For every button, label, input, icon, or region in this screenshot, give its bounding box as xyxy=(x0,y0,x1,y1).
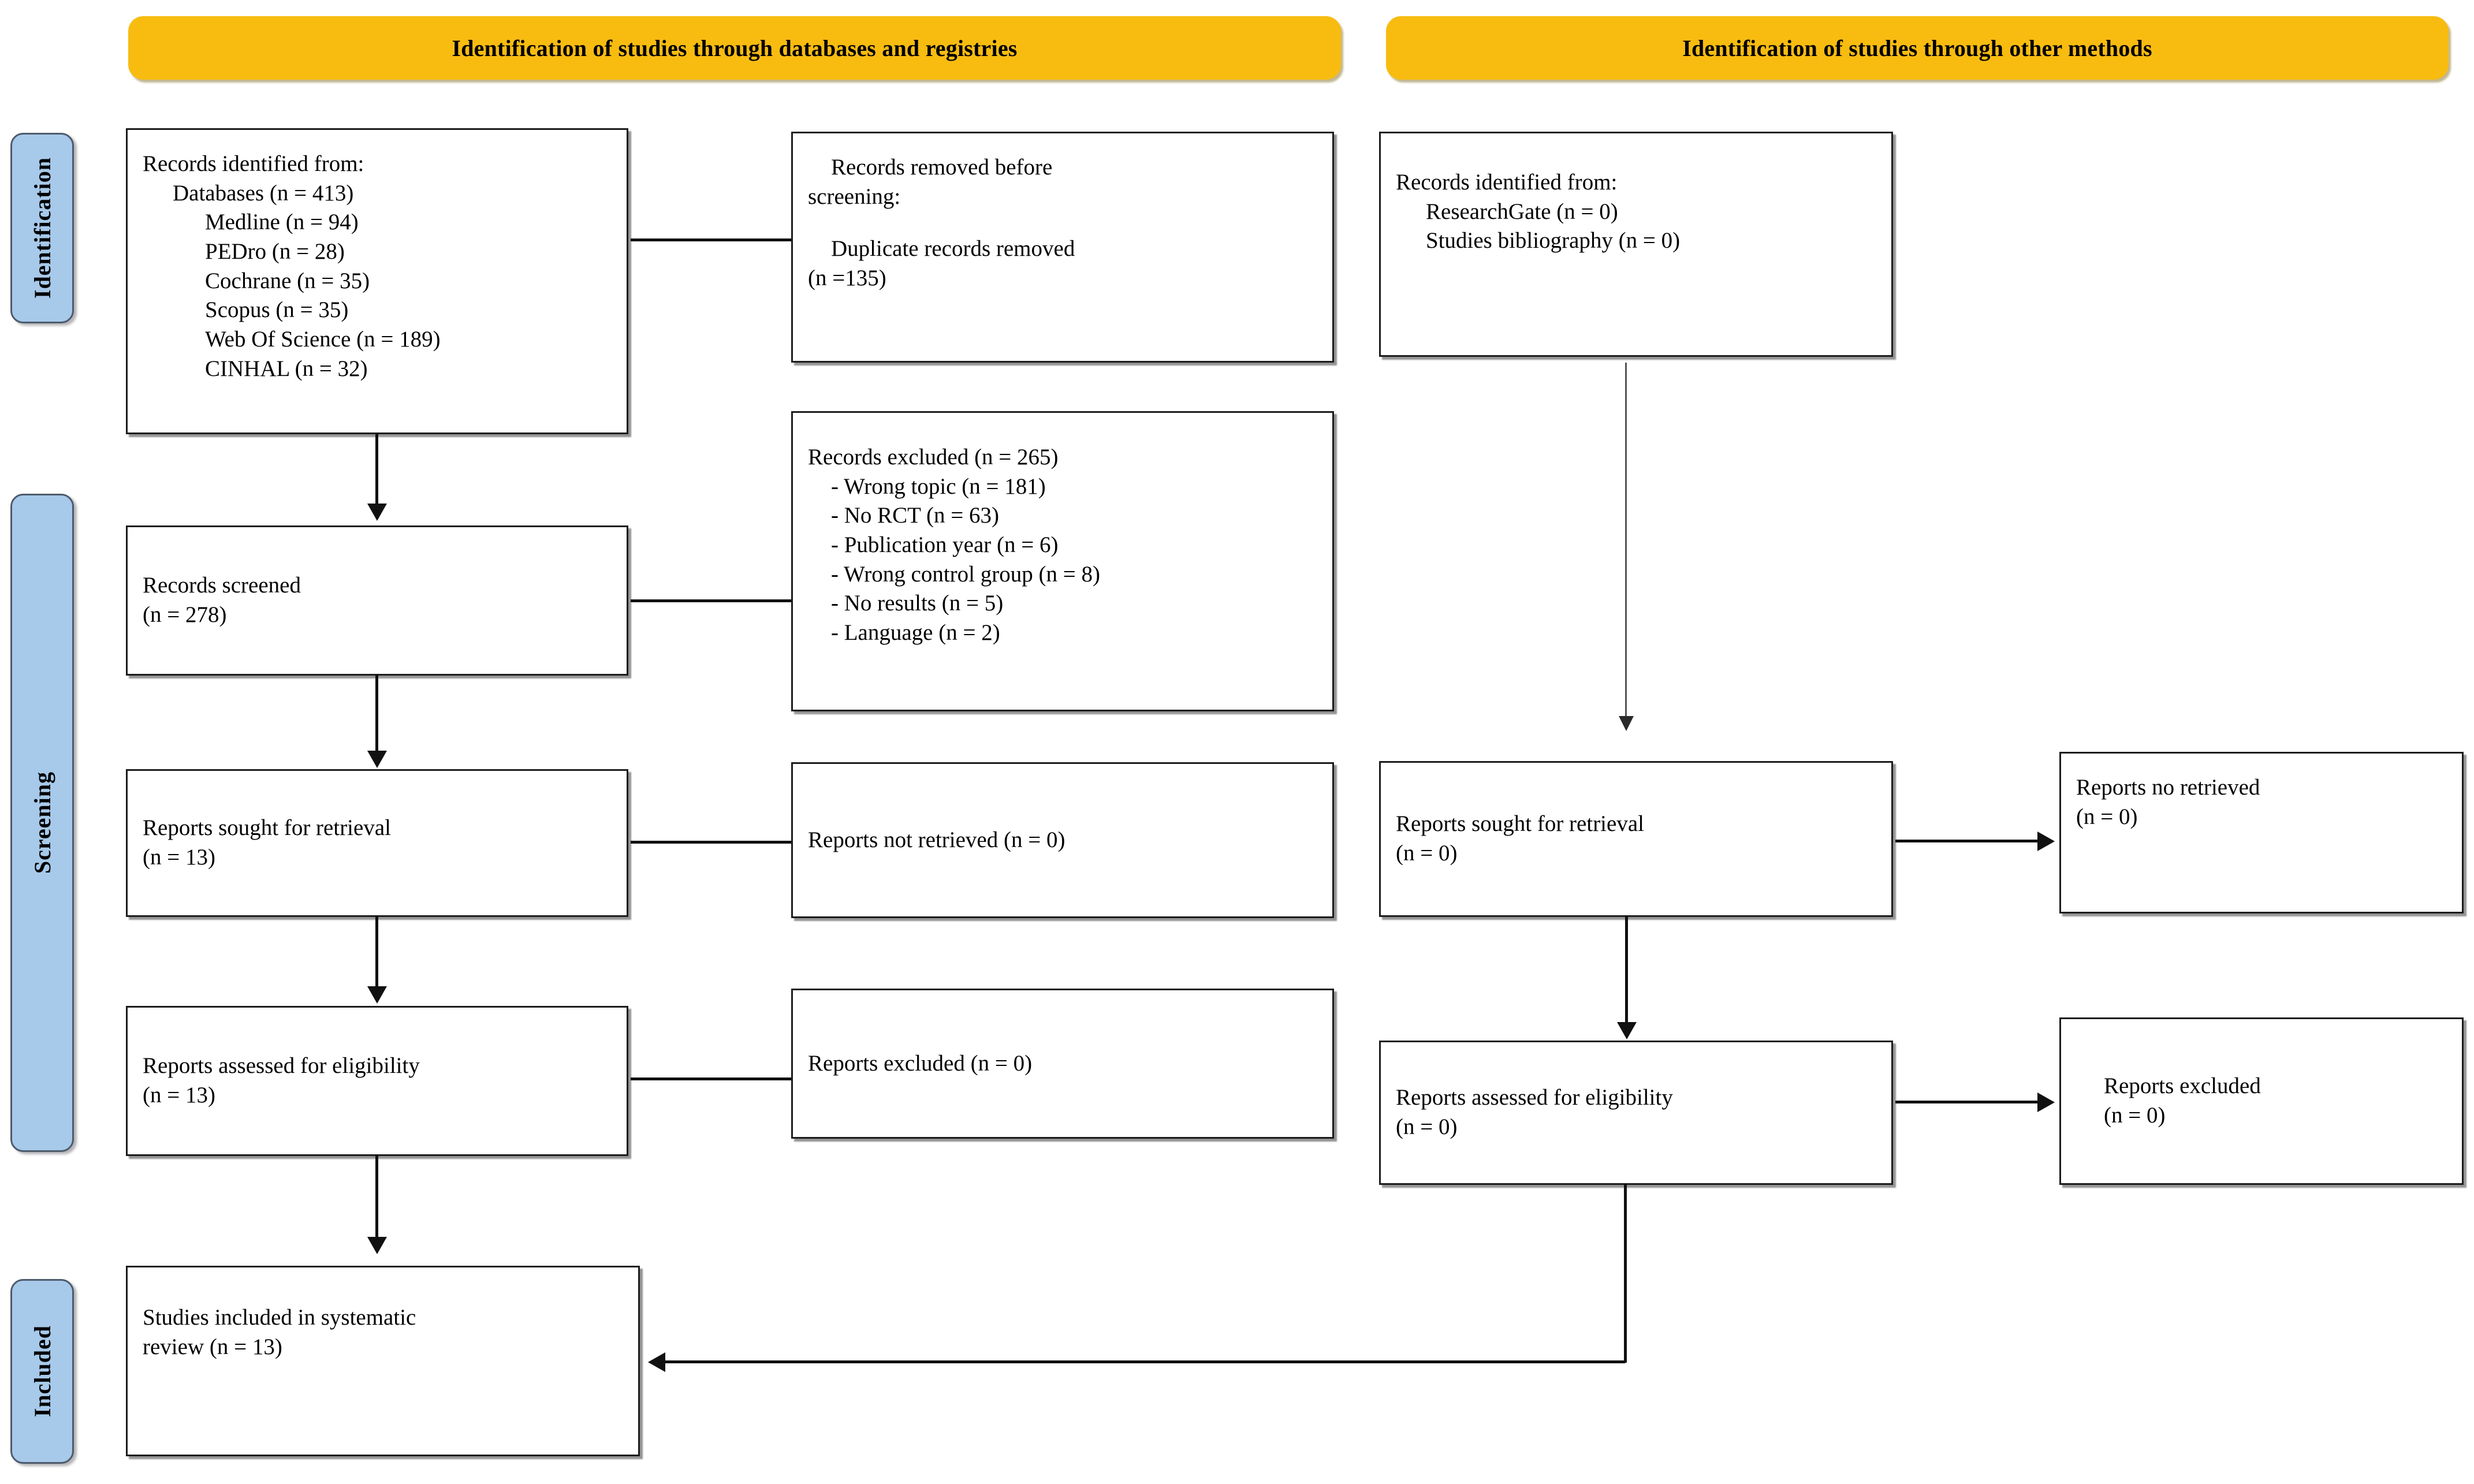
header-databases-label: Identification of studies through databa… xyxy=(452,35,1018,61)
arrowhead-assessed-to-included xyxy=(367,1237,387,1254)
records-identified-other-line-1: Studies bibliography (n = 0) xyxy=(1426,228,1681,253)
reports-sought-other-line-2: (n = 0) xyxy=(1396,841,1458,866)
studies-included-line-2: review (n = 13) xyxy=(143,1334,282,1359)
arrowhead-identified-to-screened xyxy=(367,504,387,521)
records-removed-line-2: screening: xyxy=(808,184,901,209)
header-other-methods: Identification of studies through other … xyxy=(1386,16,2449,80)
box-reports-excluded-databases: Reports excluded (n = 0) xyxy=(791,989,1334,1139)
connector-assessed-to-excluded-other xyxy=(1895,1101,2040,1103)
reports-not-retrieved-other-line-2: (n = 0) xyxy=(2076,804,2138,829)
box-records-screened: Records screened (n = 278) xyxy=(126,525,628,676)
arrowhead-sought-to-not-retrieved-other xyxy=(2037,832,2055,851)
header-databases-registries: Identification of studies through databa… xyxy=(128,16,1341,80)
connector-assessed-to-included xyxy=(375,1155,378,1241)
records-identified-db-line-0: Databases (n = 413) xyxy=(173,180,354,206)
stage-screening-text: Screening xyxy=(29,771,55,874)
connector-assessed-to-excluded-db xyxy=(631,1077,798,1080)
arrowhead-screened-to-sought xyxy=(367,751,387,768)
box-records-identified-databases: Records identified from: Databases (n = … xyxy=(126,128,628,434)
stage-label-identification: Identification xyxy=(10,133,74,323)
records-excluded-reason-5: - Language (n = 2) xyxy=(831,620,1000,646)
reports-sought-db-line-1: Reports sought for retrieval xyxy=(143,815,391,841)
arrowhead-other-identified-to-sought xyxy=(1619,716,1634,731)
box-reports-assessed-databases: Reports assessed for eligibility (n = 13… xyxy=(126,1006,628,1156)
box-records-removed-before-screening: Records removed before screening: Duplic… xyxy=(791,132,1334,363)
connector-sought-to-not-retrieved-db xyxy=(631,841,798,844)
records-identified-db-line-4: Scopus (n = 35) xyxy=(205,297,349,323)
reports-assessed-other-line-2: (n = 0) xyxy=(1396,1114,1458,1139)
connector-other-elbow-horizontal xyxy=(665,1360,1625,1363)
stage-label-included: Included xyxy=(10,1279,74,1464)
records-identified-other-title: Records identified from: xyxy=(1396,170,1618,195)
stage-included-text: Included xyxy=(29,1325,55,1418)
reports-sought-other-line-1: Reports sought for retrieval xyxy=(1396,811,1644,837)
header-other-label: Identification of studies through other … xyxy=(1682,35,2152,61)
reports-excluded-other-line-2: (n = 0) xyxy=(2104,1103,2166,1128)
arrowhead-sought-to-assessed-db xyxy=(367,986,387,1004)
reports-not-retrieved-db-line-1: Reports not retrieved (n = 0) xyxy=(808,827,1065,852)
connector-identified-to-removed xyxy=(631,238,798,241)
records-excluded-reason-4: - No results (n = 5) xyxy=(831,591,1004,616)
records-identified-db-line-3: Cochrane (n = 35) xyxy=(205,268,370,293)
records-identified-db-line-5: Web Of Science (n = 189) xyxy=(205,327,441,352)
box-reports-sought-other: Reports sought for retrieval (n = 0) xyxy=(1379,761,1893,917)
box-reports-not-retrieved-databases: Reports not retrieved (n = 0) xyxy=(791,762,1334,918)
records-identified-other-line-0: ResearchGate (n = 0) xyxy=(1426,199,1618,224)
studies-included-line-1: Studies included in systematic xyxy=(143,1305,416,1330)
records-removed-gap xyxy=(808,211,1317,234)
records-screened-line-2: (n = 278) xyxy=(143,602,227,627)
reports-assessed-db-line-2: (n = 13) xyxy=(143,1083,215,1108)
records-identified-db-line-6: CINHAL (n = 32) xyxy=(205,356,368,381)
connector-other-elbow-vertical xyxy=(1624,1184,1627,1363)
reports-excluded-other-line-1: Reports excluded xyxy=(2104,1073,2261,1099)
records-identified-db-line-2: PEDro (n = 28) xyxy=(205,239,345,264)
arrowhead-other-to-included xyxy=(648,1352,665,1372)
arrowhead-assessed-to-excluded-other xyxy=(2037,1093,2055,1112)
box-studies-included: Studies included in systematic review (n… xyxy=(126,1266,640,1456)
connector-sought-to-not-retrieved-other xyxy=(1895,840,2040,842)
arrowhead-sought-to-assessed-other xyxy=(1617,1022,1637,1039)
records-excluded-reason-3: - Wrong control group (n = 8) xyxy=(831,561,1100,587)
connector-sought-to-assessed-db xyxy=(375,916,378,991)
reports-assessed-other-line-1: Reports assessed for eligibility xyxy=(1396,1085,1673,1110)
box-reports-excluded-other: Reports excluded (n = 0) xyxy=(2059,1017,2464,1185)
records-excluded-title: Records excluded (n = 265) xyxy=(808,445,1059,469)
reports-not-retrieved-other-line-1: Reports no retrieved xyxy=(2076,775,2260,800)
reports-sought-db-line-2: (n = 13) xyxy=(143,845,215,870)
box-reports-assessed-other: Reports assessed for eligibility (n = 0) xyxy=(1379,1041,1893,1185)
connector-screened-to-sought xyxy=(375,674,378,756)
records-identified-db-title: Records identified from: xyxy=(143,151,364,176)
records-removed-line-1: Records removed before xyxy=(831,155,1053,180)
stage-identification-text: Identification xyxy=(29,157,55,299)
records-removed-line-3: Duplicate records removed xyxy=(831,236,1075,262)
records-excluded-reason-0: - Wrong topic (n = 181) xyxy=(831,473,1046,499)
stage-label-screening: Screening xyxy=(10,494,74,1152)
records-screened-line-1: Records screened xyxy=(143,573,301,598)
records-excluded-reason-2: - Publication year (n = 6) xyxy=(831,532,1059,558)
reports-assessed-db-line-1: Reports assessed for eligibility xyxy=(143,1053,420,1079)
connector-screened-to-excluded xyxy=(631,599,798,602)
records-excluded-reason-1: - No RCT (n = 63) xyxy=(831,503,1000,528)
connector-identified-to-screened xyxy=(375,433,378,508)
connector-sought-to-assessed-other xyxy=(1625,916,1628,1027)
box-reports-not-retrieved-other: Reports no retrieved (n = 0) xyxy=(2059,752,2464,913)
records-removed-line-4: (n =135) xyxy=(808,266,886,291)
box-records-excluded: Records excluded (n = 265) - Wrong topic… xyxy=(791,411,1334,711)
reports-excluded-db-line-1: Reports excluded (n = 0) xyxy=(808,1050,1033,1076)
box-records-identified-other: Records identified from: ResearchGate (n… xyxy=(1379,132,1893,357)
box-reports-sought-databases: Reports sought for retrieval (n = 13) xyxy=(126,769,628,917)
connector-other-identified-to-sought xyxy=(1625,363,1627,721)
records-identified-db-line-1: Medline (n = 94) xyxy=(205,210,359,235)
